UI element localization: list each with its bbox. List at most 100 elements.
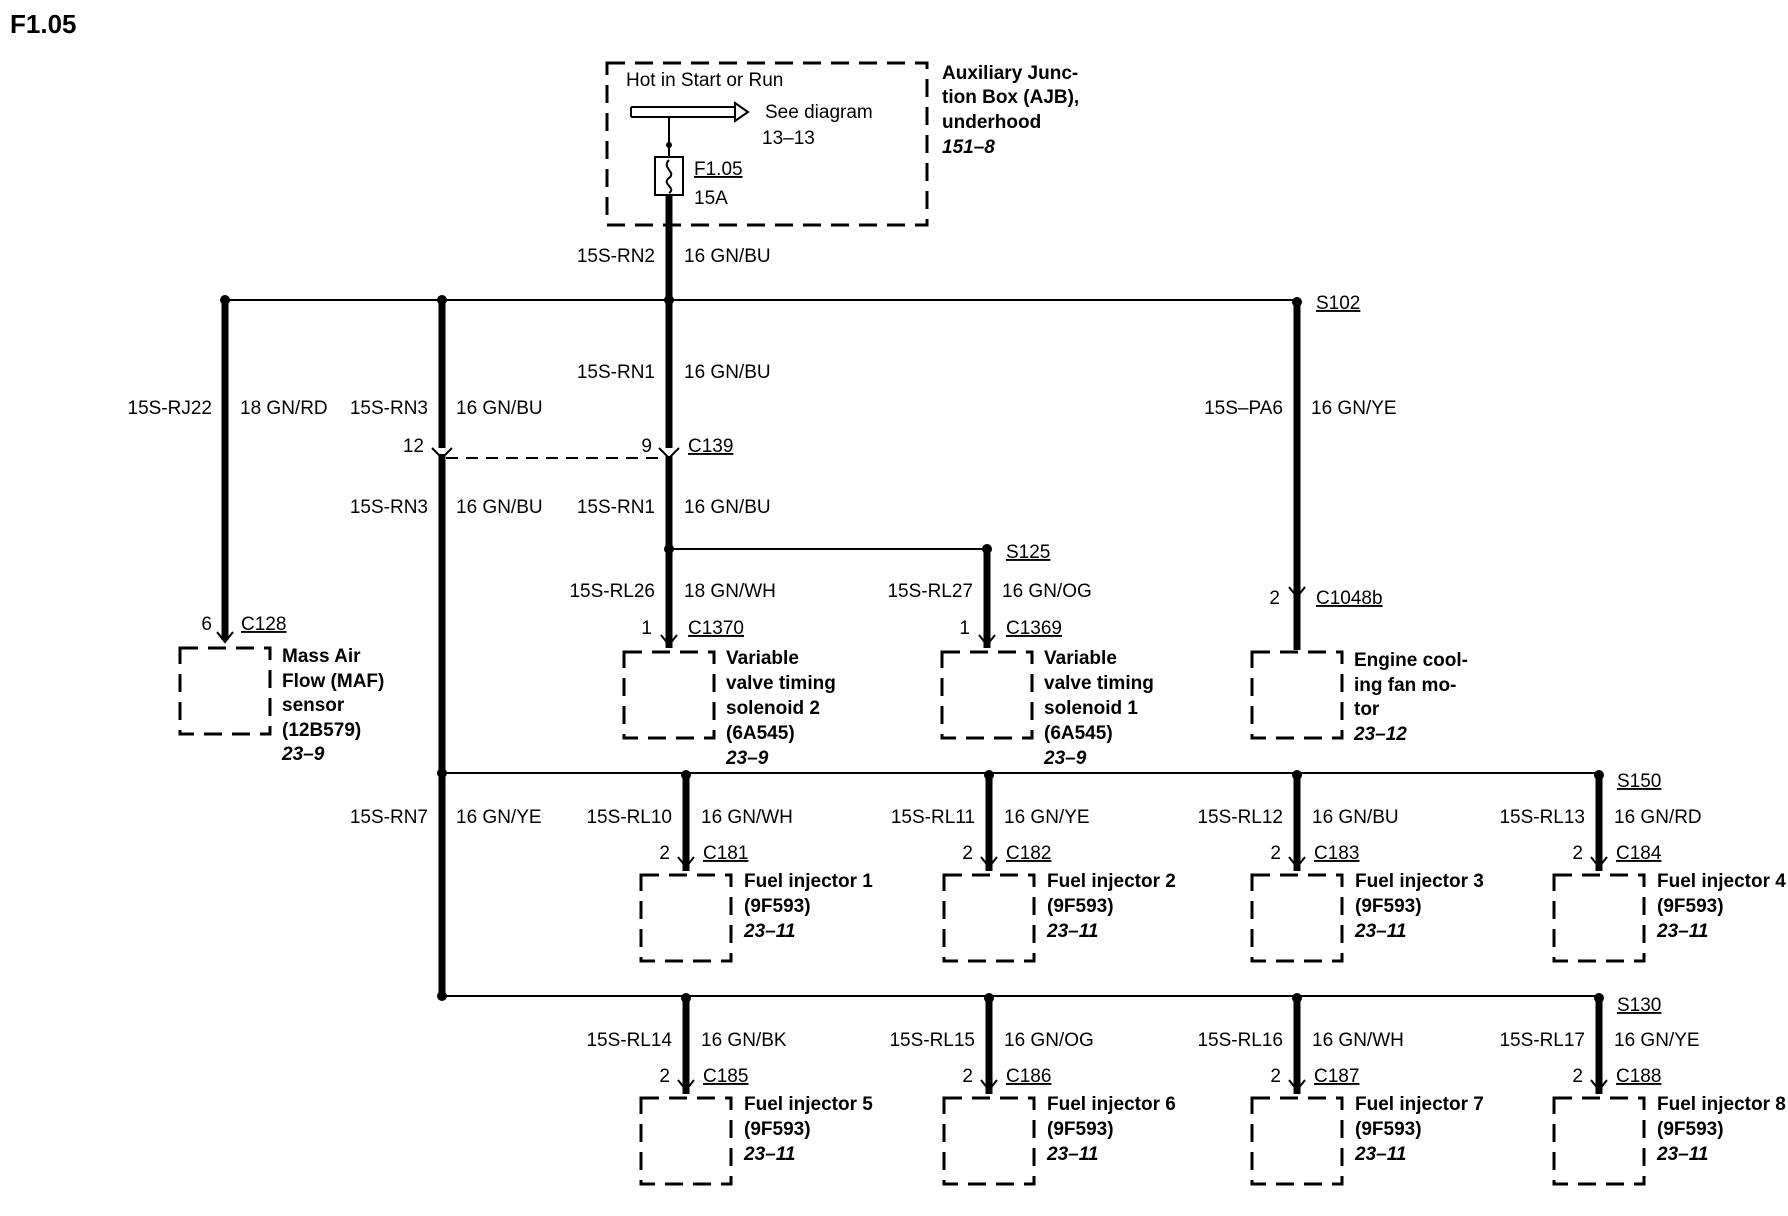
diagram-title: F1.05 bbox=[10, 9, 77, 39]
injector-box bbox=[942, 1096, 1036, 1186]
injector-color: 16 GN/BK bbox=[701, 1030, 787, 1051]
rn3-branch: 15S-RN3 16 GN/BU 12 15S-RN3 16 GN/BU bbox=[350, 300, 543, 996]
splice-s150: S150 bbox=[1617, 771, 1661, 792]
injector-connector: C187 bbox=[1314, 1066, 1359, 1087]
vvt-solenoid-box bbox=[940, 650, 1034, 740]
svg-text:23–9: 23–9 bbox=[281, 744, 325, 765]
splice-s125: S125 bbox=[1006, 542, 1050, 563]
injector-ref: 23–11 bbox=[1354, 1144, 1406, 1165]
svg-text:18 GN/RD: 18 GN/RD bbox=[240, 398, 328, 419]
splice-s130: S130 bbox=[1617, 995, 1661, 1016]
vvt-connector: C1370 bbox=[688, 618, 744, 639]
vvt-pin: 1 bbox=[641, 618, 652, 639]
ajb-see-text: See diagram bbox=[765, 102, 873, 123]
vvt-name-line: Variable bbox=[726, 648, 799, 669]
connector-arrow-icon bbox=[1288, 1079, 1306, 1092]
vvt-pin: 1 bbox=[959, 618, 970, 639]
injector-ref: 23–11 bbox=[1354, 921, 1406, 942]
injector-connector: C188 bbox=[1616, 1066, 1661, 1087]
vvt-circuit: 15S-RL26 bbox=[569, 581, 655, 602]
svg-text:15S-RN1: 15S-RN1 bbox=[577, 497, 655, 518]
ajb-name-line2: tion Box (AJB), bbox=[942, 87, 1079, 108]
svg-text:C139: C139 bbox=[688, 436, 733, 457]
see-diagram-arrow-icon bbox=[630, 101, 750, 123]
injector-box bbox=[1552, 1096, 1646, 1186]
svg-text:15S-RN3: 15S-RN3 bbox=[350, 497, 428, 518]
injector-name: Fuel injector 5 bbox=[744, 1094, 873, 1115]
svg-text:ing fan mo-: ing fan mo- bbox=[1354, 675, 1456, 696]
injector-circuit: 15S-RL12 bbox=[1197, 807, 1283, 828]
vvt-connector: C1369 bbox=[1006, 618, 1062, 639]
injector-name: Fuel injector 8 bbox=[1657, 1094, 1786, 1115]
svg-text:Mass Air: Mass Air bbox=[282, 646, 361, 667]
svg-text:(12B579): (12B579) bbox=[282, 720, 361, 741]
svg-text:16 GN/YE: 16 GN/YE bbox=[1311, 398, 1397, 419]
ajb-name-line3: underhood bbox=[942, 112, 1041, 133]
injector-circuit: 15S-RL13 bbox=[1499, 807, 1585, 828]
injector-name: Fuel injector 2 bbox=[1047, 871, 1176, 892]
vvt-name-line: (6A545) bbox=[1044, 723, 1113, 744]
injector-ref: 23–11 bbox=[1046, 921, 1098, 942]
svg-text:2: 2 bbox=[1269, 588, 1280, 609]
injector-pin: 2 bbox=[1572, 1066, 1583, 1087]
injector-color: 16 GN/YE bbox=[1614, 1030, 1700, 1051]
maf-sensor-box bbox=[178, 646, 272, 736]
ajb-hot-text: Hot in Start or Run bbox=[626, 70, 783, 91]
vvt-name-line: Variable bbox=[1044, 648, 1117, 669]
injector-box bbox=[942, 873, 1036, 963]
fuse-rating: 15A bbox=[694, 188, 728, 209]
injector-part: (9F593) bbox=[1355, 1119, 1422, 1140]
connector-arrow-icon bbox=[980, 856, 998, 869]
svg-text:23–12: 23–12 bbox=[1353, 724, 1407, 745]
connector-arrow-icon bbox=[1288, 856, 1306, 869]
svg-text:sensor: sensor bbox=[282, 695, 345, 716]
vvt-circuit: 15S-RL27 bbox=[887, 581, 973, 602]
injector-pin: 2 bbox=[659, 1066, 670, 1087]
fan-branch: 15S–PA6 16 GN/YE 2 C1048b Engine cool- i… bbox=[1204, 302, 1468, 745]
injector-ref: 23–11 bbox=[743, 1144, 795, 1165]
vvt-ref: 23–9 bbox=[725, 748, 769, 769]
injector-box bbox=[639, 1096, 733, 1186]
injector-box bbox=[1250, 873, 1344, 963]
connector-arrow-icon bbox=[978, 634, 996, 647]
injector-ref: 23–11 bbox=[1656, 921, 1708, 942]
injector-name: Fuel injector 6 bbox=[1047, 1094, 1176, 1115]
injector-circuit: 15S-RL17 bbox=[1499, 1030, 1585, 1051]
injector-ref: 23–11 bbox=[1656, 1144, 1708, 1165]
svg-text:16 GN/BU: 16 GN/BU bbox=[456, 497, 543, 518]
injector-box bbox=[639, 873, 733, 963]
injector-part: (9F593) bbox=[1047, 896, 1114, 917]
svg-text:6: 6 bbox=[201, 614, 212, 635]
fan-motor-box bbox=[1250, 650, 1344, 740]
injector-name: Fuel injector 3 bbox=[1355, 871, 1484, 892]
svg-text:C1048b: C1048b bbox=[1316, 588, 1383, 609]
maf-branch: 15S-RJ22 18 GN/RD 6 C128 Mass Air Flow (… bbox=[128, 300, 384, 765]
ajb-ref: 151–8 bbox=[942, 137, 995, 158]
vvt-name-line: valve timing bbox=[1044, 673, 1154, 694]
svg-text:Engine cool-: Engine cool- bbox=[1354, 650, 1468, 671]
connector-arrow-icon bbox=[980, 1079, 998, 1092]
ajb-name-line1: Auxiliary Junc- bbox=[942, 63, 1078, 84]
injector-part: (9F593) bbox=[744, 1119, 811, 1140]
svg-text:tor: tor bbox=[1354, 699, 1380, 720]
injector-name: Fuel injector 1 bbox=[744, 871, 873, 892]
injector-circuit: 15S-RL10 bbox=[586, 807, 672, 828]
svg-text:16 GN/BU: 16 GN/BU bbox=[684, 362, 771, 383]
connector-arrow-icon bbox=[1590, 856, 1608, 869]
injector-name: Fuel injector 7 bbox=[1355, 1094, 1484, 1115]
rn7-circuit: 15S-RN7 bbox=[350, 807, 428, 828]
vvt-ref: 23–9 bbox=[1043, 748, 1087, 769]
injector-pin: 2 bbox=[659, 843, 670, 864]
vvt-name-line: solenoid 2 bbox=[726, 698, 820, 719]
injector-connector: C185 bbox=[703, 1066, 748, 1087]
injector-color: 16 GN/YE bbox=[1004, 807, 1090, 828]
injector-color: 16 GN/OG bbox=[1004, 1030, 1094, 1051]
injector-box bbox=[1250, 1096, 1344, 1186]
